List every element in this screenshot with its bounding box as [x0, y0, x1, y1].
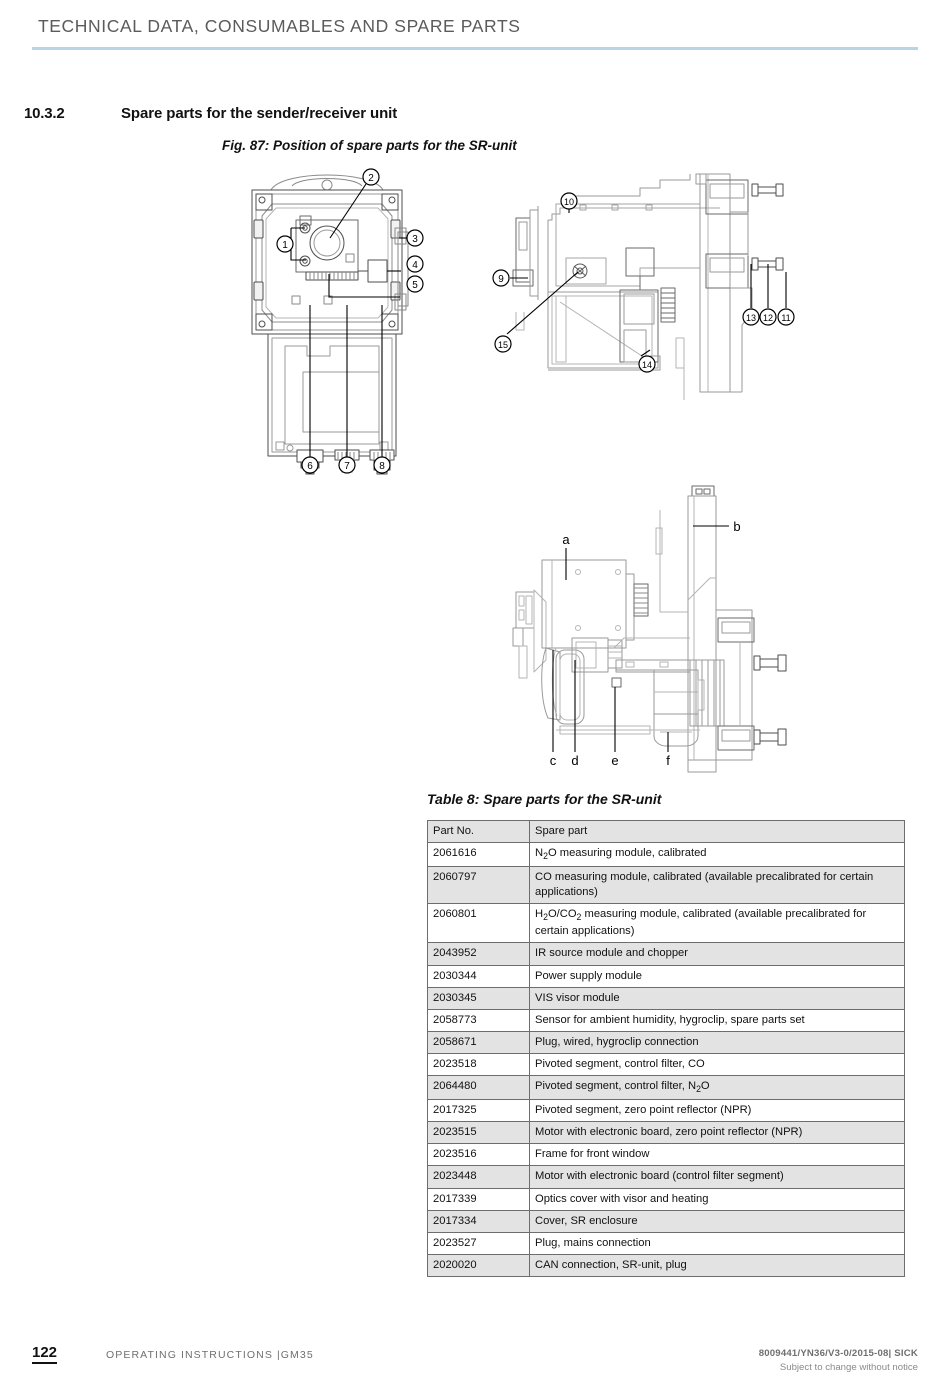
callout-a: a — [562, 532, 570, 547]
callout-f: f — [666, 753, 670, 768]
cell-spare-part: Cover, SR enclosure — [529, 1209, 905, 1233]
cell-spare-part: Pivoted segment, control filter, CO — [529, 1053, 905, 1077]
cell-spare-part: Frame for front window — [529, 1143, 905, 1167]
callout-5: 5 — [412, 280, 418, 291]
callout-11: 11 — [781, 313, 790, 323]
callout-leaders — [290, 183, 787, 752]
cell-spare-part: Plug, mains connection — [529, 1231, 905, 1255]
callout-d: d — [571, 753, 578, 768]
footer-document-name: OPERATING INSTRUCTIONS |GM35 — [106, 1349, 314, 1361]
footer-document-code: 8009441/YN36/V3-0/2015-08| SICK — [758, 1348, 918, 1359]
cell-part-no: 2023518 — [427, 1053, 530, 1077]
drawing-front-view — [251, 174, 409, 475]
callout-4: 4 — [412, 260, 418, 271]
column-header-spare-part: Spare part — [529, 819, 905, 844]
figure-spare-parts-sr-unit: 1 2 3 4 5 6 7 8 9 10 11 12 13 14 15 a b … — [0, 160, 950, 785]
cell-spare-part: Power supply module — [529, 964, 905, 988]
callout-markers: 1 2 3 4 5 6 7 8 9 10 11 12 13 14 15 a b … — [276, 168, 795, 768]
header-divider — [32, 47, 918, 50]
callout-14: 14 — [642, 360, 652, 370]
cell-part-no: 2030344 — [427, 964, 530, 988]
cell-part-no: 2058671 — [427, 1030, 530, 1055]
section-title: Spare parts for the sender/receiver unit — [121, 105, 398, 122]
callout-12: 12 — [763, 313, 773, 323]
section-number: 10.3.2 — [24, 105, 65, 122]
cell-part-no: 2060801 — [427, 903, 530, 944]
cell-part-no: 2030345 — [427, 986, 530, 1010]
page-footer: 122 OPERATING INSTRUCTIONS |GM35 8009441… — [0, 1340, 950, 1388]
callout-1: 1 — [282, 240, 288, 251]
cell-part-no: 2061616 — [427, 842, 530, 868]
cell-part-no: 2023527 — [427, 1231, 530, 1255]
cell-spare-part: Optics cover with visor and heating — [529, 1187, 905, 1211]
cell-part-no: 2023516 — [427, 1143, 530, 1167]
callout-8: 8 — [379, 461, 385, 472]
cell-part-no: 2023515 — [427, 1121, 530, 1145]
callout-b: b — [733, 519, 740, 534]
cell-spare-part: IR source module and chopper — [529, 942, 905, 966]
cell-spare-part: CO measuring module, calibrated (availab… — [529, 866, 905, 905]
callout-9: 9 — [498, 274, 504, 285]
callout-e: e — [611, 753, 618, 768]
cell-part-no: 2017334 — [427, 1209, 530, 1233]
column-header-part-no: Part No. — [427, 819, 530, 844]
drawing-lower-side-view — [512, 485, 787, 773]
figure-caption: Fig. 87: Position of spare parts for the… — [222, 138, 517, 153]
drawing-side-section-view — [512, 173, 784, 400]
sr-unit-technical-drawing: 1 2 3 4 5 6 7 8 9 10 11 12 13 14 15 a b … — [251, 168, 795, 773]
page-title: TECHNICAL DATA, CONSUMABLES AND SPARE PA… — [38, 16, 521, 36]
cell-part-no: 2023448 — [427, 1165, 530, 1189]
footer-disclaimer: Subject to change without notice — [779, 1362, 918, 1373]
cell-spare-part: Pivoted segment, zero point reflector (N… — [529, 1099, 905, 1123]
cell-spare-part: N2O measuring module, calibrated — [529, 842, 905, 868]
callout-3: 3 — [412, 234, 418, 245]
callout-10: 10 — [564, 197, 574, 207]
cell-spare-part: VIS visor module — [529, 986, 905, 1010]
cell-part-no: 2020020 — [427, 1253, 530, 1278]
cell-spare-part: H2O/CO2 measuring module, calibrated (av… — [529, 903, 905, 944]
callout-7: 7 — [344, 461, 350, 472]
cell-spare-part: CAN connection, SR-unit, plug — [529, 1253, 905, 1278]
callout-13: 13 — [746, 313, 756, 323]
callout-c: c — [550, 753, 557, 768]
cell-part-no: 2043952 — [427, 942, 530, 966]
page-number: 122 — [32, 1344, 58, 1364]
cell-spare-part: Motor with electronic board, zero point … — [529, 1121, 905, 1145]
cell-spare-part: Sensor for ambient humidity, hygroclip, … — [529, 1008, 905, 1032]
table-header-row: Part No. Spare part — [427, 819, 905, 844]
cell-part-no: 2064480 — [427, 1075, 530, 1101]
cell-part-no: 2017339 — [427, 1187, 530, 1211]
cell-part-no: 2058773 — [427, 1008, 530, 1032]
cell-spare-part: Motor with electronic board (control fil… — [529, 1165, 905, 1189]
cell-spare-part: Plug, wired, hygroclip connection — [529, 1030, 905, 1055]
callout-2: 2 — [368, 173, 374, 184]
page-header: TECHNICAL DATA, CONSUMABLES AND SPARE PA… — [0, 0, 950, 56]
callout-15: 15 — [498, 340, 508, 350]
cell-part-no: 2017325 — [427, 1099, 530, 1123]
callout-6: 6 — [307, 461, 313, 472]
table-caption: Table 8: Spare parts for the SR-unit — [427, 791, 662, 807]
cell-spare-part: Pivoted segment, control filter, N2O — [529, 1075, 905, 1101]
cell-part-no: 2060797 — [427, 866, 530, 905]
